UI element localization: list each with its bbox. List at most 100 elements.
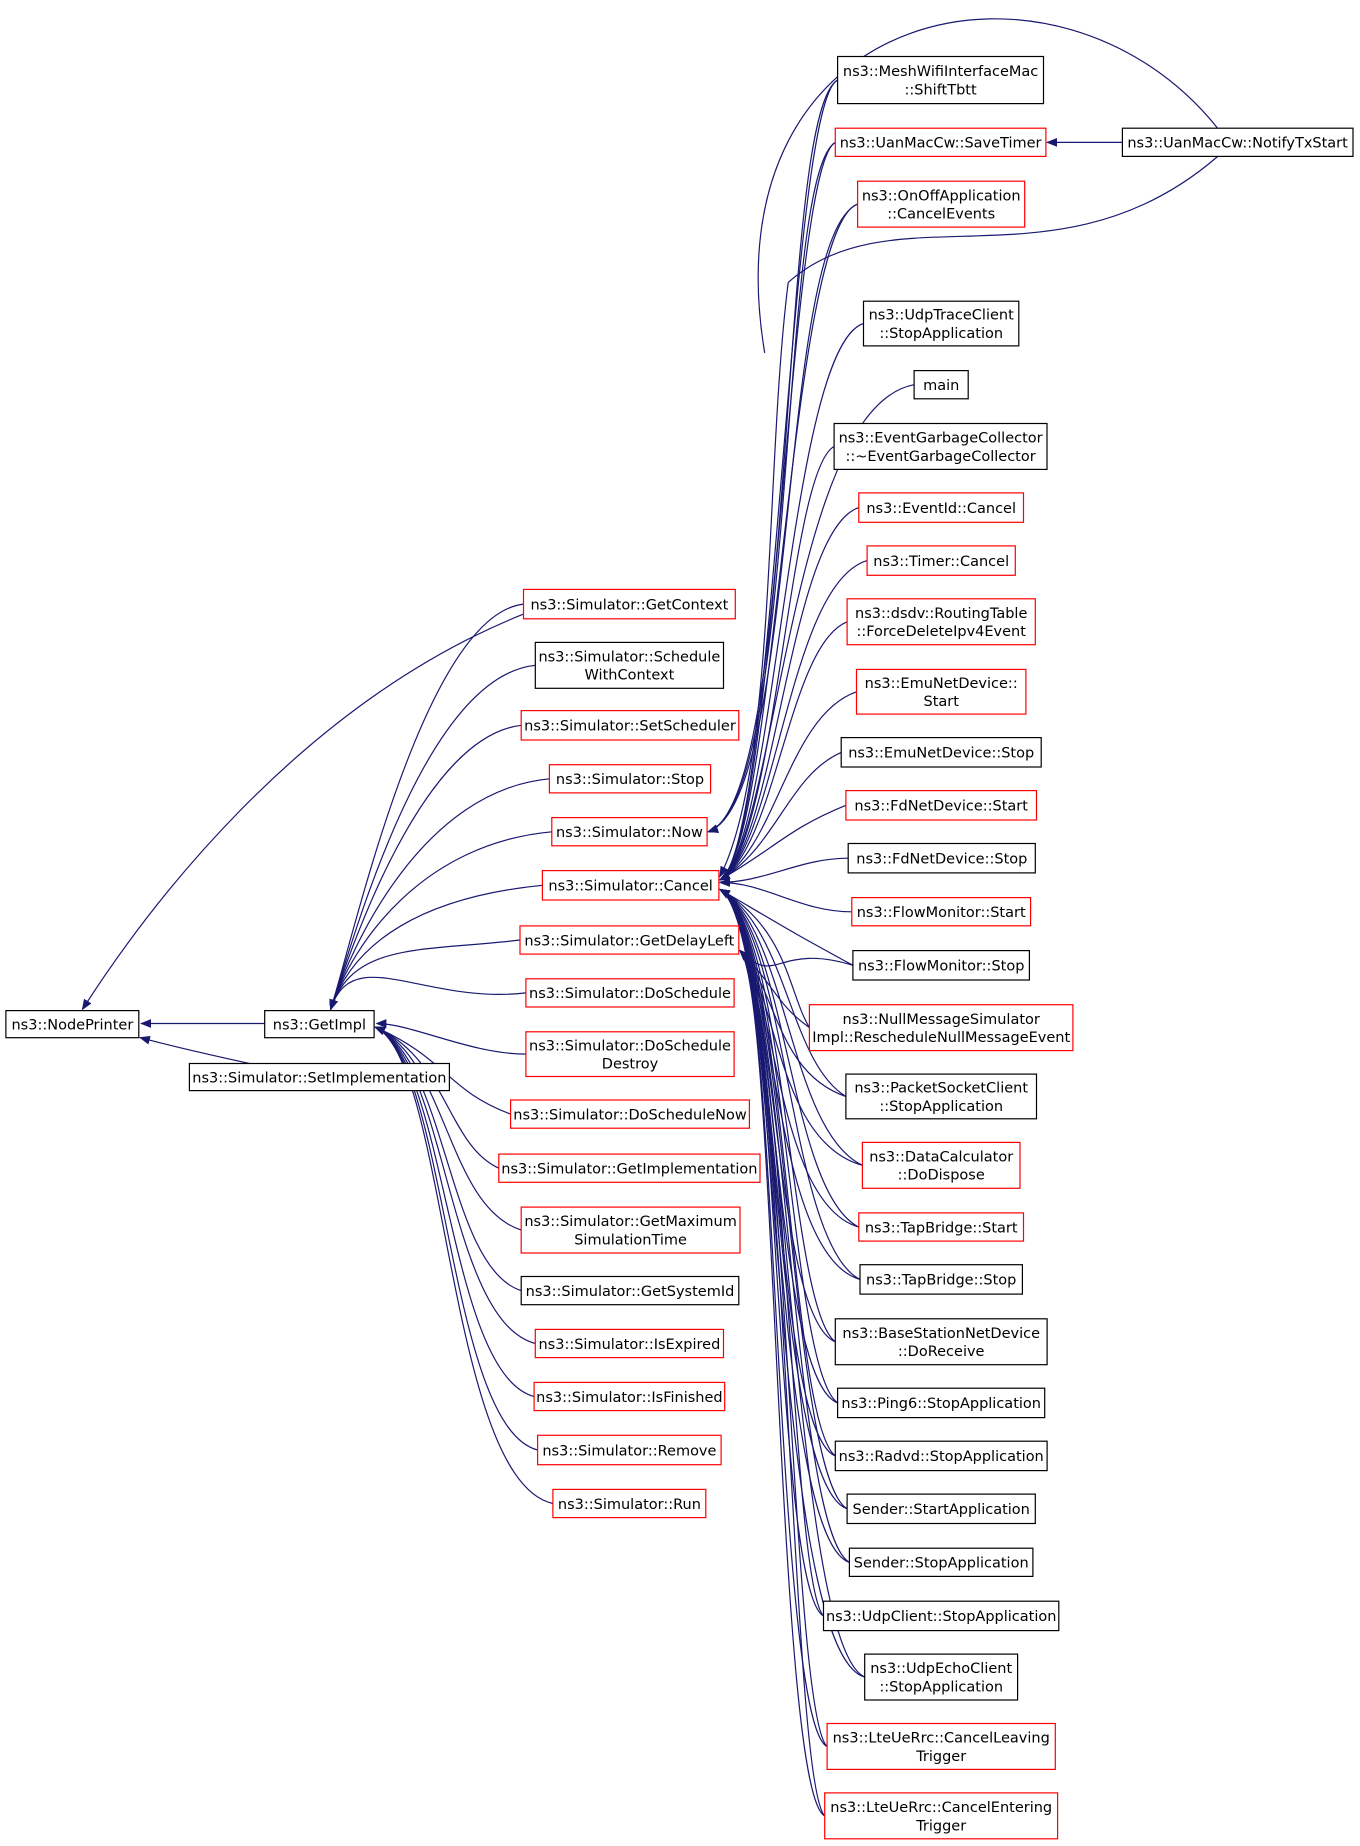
node-getsystemid[interactable]: ns3::Simulator::GetSystemId bbox=[520, 1275, 740, 1306]
node-main[interactable]: main bbox=[913, 370, 969, 400]
node-remove[interactable]: ns3::Simulator::Remove bbox=[536, 1434, 722, 1466]
node-label-nodeprinter-0: ns3::NodePrinter bbox=[11, 1017, 133, 1033]
node-uannotify[interactable]: ns3::UanMacCw::NotifyTxStart bbox=[1121, 127, 1354, 157]
node-label-uannotify-0: ns3::UanMacCw::NotifyTxStart bbox=[1127, 136, 1348, 152]
node-isexpired[interactable]: ns3::Simulator::IsExpired bbox=[534, 1328, 725, 1359]
node-eventid[interactable]: ns3::EventId::Cancel bbox=[858, 492, 1025, 523]
node-label-schedwithctx-0: ns3::Simulator::Schedule bbox=[538, 650, 720, 666]
node-label-eventid-0: ns3::EventId::Cancel bbox=[866, 501, 1016, 517]
edge-uan-loop-down bbox=[719, 282, 789, 878]
edge-isexpired-to-getimpl bbox=[374, 1026, 536, 1345]
node-label-stop-0: ns3::Simulator::Stop bbox=[556, 772, 704, 788]
node-setimpl[interactable]: ns3::Simulator::SetImplementation bbox=[188, 1062, 450, 1092]
node-label-uansave-0: ns3::UanMacCw::SaveTimer bbox=[840, 136, 1042, 152]
node-doschednow[interactable]: ns3::Simulator::DoScheduleNow bbox=[510, 1099, 751, 1129]
node-setscheduler[interactable]: ns3::Simulator::SetScheduler bbox=[520, 709, 740, 741]
node-dsdv[interactable]: ns3::dsdv::RoutingTable::ForceDeleteIpv4… bbox=[846, 598, 1036, 646]
node-packetsock[interactable]: ns3::PacketSocketClient::StopApplication bbox=[845, 1073, 1038, 1120]
node-label-setimpl-0: ns3::Simulator::SetImplementation bbox=[192, 1070, 446, 1086]
node-now[interactable]: ns3::Simulator::Now bbox=[551, 816, 708, 847]
node-box-stop bbox=[548, 764, 712, 794]
node-label-remove-0: ns3::Simulator::Remove bbox=[542, 1443, 716, 1459]
node-datacalc[interactable]: ns3::DataCalculator::DoDispose bbox=[861, 1141, 1021, 1189]
node-box-getdelayleft bbox=[519, 925, 740, 955]
node-timer[interactable]: ns3::Timer::Cancel bbox=[866, 545, 1016, 576]
node-getdelayleft[interactable]: ns3::Simulator::GetDelayLeft bbox=[519, 925, 740, 955]
node-ping6[interactable]: ns3::Ping6::StopApplication bbox=[836, 1387, 1046, 1419]
node-box-doschedule bbox=[525, 978, 735, 1008]
node-cancel[interactable]: ns3::Simulator::Cancel bbox=[541, 869, 720, 901]
node-meshshift[interactable]: ns3::MeshWifiInterfaceMac::ShiftTbtt bbox=[836, 55, 1045, 105]
node-label-getsystemid-0: ns3::Simulator::GetSystemId bbox=[526, 1284, 735, 1300]
edge-now-to-getimpl bbox=[329, 831, 552, 1011]
node-getimpl[interactable]: ns3::GetImpl bbox=[264, 1009, 375, 1039]
edge-emustart-to-cancel bbox=[719, 691, 857, 881]
node-label-nullmsg-0: ns3::NullMessageSimulator bbox=[843, 1012, 1040, 1028]
node-fdstart[interactable]: ns3::FdNetDevice::Start bbox=[845, 789, 1038, 821]
node-egc[interactable]: ns3::EventGarbageCollector::~EventGarbag… bbox=[833, 422, 1048, 471]
node-box-udpclient bbox=[822, 1600, 1060, 1632]
node-box-udptrace bbox=[862, 300, 1020, 347]
node-label-tapstart-0: ns3::TapBridge::Start bbox=[865, 1220, 1018, 1236]
node-fmstop[interactable]: ns3::FlowMonitor::Stop bbox=[852, 949, 1031, 981]
node-box-getimpl bbox=[264, 1009, 375, 1039]
node-radvd[interactable]: ns3::Radvd::StopApplication bbox=[834, 1440, 1048, 1472]
node-isfinished[interactable]: ns3::Simulator::IsFinished bbox=[533, 1381, 726, 1412]
edge-doschedule-to-getimpl bbox=[329, 976, 526, 1011]
node-label-lteenter-0: ns3::LteUeRrc::CancelEntering bbox=[830, 1800, 1052, 1816]
node-label-run-0: ns3::Simulator::Run bbox=[558, 1497, 701, 1513]
node-label-packetsock-0: ns3::PacketSocketClient bbox=[854, 1081, 1028, 1097]
node-nullmsg[interactable]: ns3::NullMessageSimulatorImpl::Reschedul… bbox=[808, 1004, 1074, 1052]
node-udptrace[interactable]: ns3::UdpTraceClient::StopApplication bbox=[862, 300, 1020, 347]
node-box-eventid bbox=[858, 492, 1025, 523]
node-getcontext[interactable]: ns3::Simulator::GetContext bbox=[522, 588, 736, 620]
node-label-meshshift-1: ::ShiftTbtt bbox=[905, 82, 977, 98]
node-label-fmstart-0: ns3::FlowMonitor::Start bbox=[857, 905, 1026, 921]
edge-fmstop-to-cancel bbox=[719, 888, 854, 966]
node-label-lteleave-1: Trigger bbox=[915, 1749, 966, 1765]
node-box-now bbox=[551, 816, 708, 847]
node-emustop[interactable]: ns3::EmuNetDevice::Stop bbox=[840, 736, 1042, 768]
edge-nullmsg-to-cancel bbox=[719, 888, 810, 1028]
node-run[interactable]: ns3::Simulator::Run bbox=[552, 1488, 707, 1519]
node-emustart[interactable]: ns3::EmuNetDevice::Start bbox=[855, 668, 1027, 715]
node-doschedule[interactable]: ns3::Simulator::DoSchedule bbox=[525, 978, 735, 1008]
node-uansave[interactable]: ns3::UanMacCw::SaveTimer bbox=[834, 127, 1047, 157]
node-label-doscheddestroy-0: ns3::Simulator::DoSchedule bbox=[529, 1038, 731, 1054]
node-label-bsnet-1: ::DoReceive bbox=[898, 1344, 985, 1360]
node-nodeprinter[interactable]: ns3::NodePrinter bbox=[5, 1009, 140, 1039]
node-box-emustop bbox=[840, 736, 1042, 768]
edge-setimpl-to-nodeprinter bbox=[138, 1035, 250, 1065]
edge-cancel-to-getimpl bbox=[329, 884, 543, 1011]
node-box-fdstart bbox=[845, 789, 1038, 821]
node-box-dsdv bbox=[846, 598, 1036, 646]
node-udpecho[interactable]: ns3::UdpEchoClient::StopApplication bbox=[864, 1653, 1019, 1701]
edge-getimplementation-to-getimpl bbox=[374, 1026, 500, 1169]
node-senderstop[interactable]: Sender::StopApplication bbox=[848, 1547, 1034, 1577]
node-box-bsnet bbox=[834, 1318, 1048, 1366]
node-udpclient[interactable]: ns3::UdpClient::StopApplication bbox=[822, 1600, 1060, 1632]
edge-setscheduler-to-getimpl bbox=[329, 724, 522, 1011]
node-senderstart[interactable]: Sender::StartApplication bbox=[846, 1493, 1036, 1525]
node-bsnet[interactable]: ns3::BaseStationNetDevice::DoReceive bbox=[834, 1318, 1048, 1366]
edge-timer-to-cancel bbox=[719, 560, 868, 881]
node-box-run bbox=[552, 1488, 707, 1519]
node-fdstop[interactable]: ns3::FdNetDevice::Stop bbox=[847, 842, 1036, 874]
node-onoffcancel[interactable]: ns3::OnOffApplication::CancelEvents bbox=[856, 180, 1026, 228]
node-label-fdstart-0: ns3::FdNetDevice::Start bbox=[854, 799, 1028, 815]
node-label-getmaxsim-0: ns3::Simulator::GetMaximum bbox=[524, 1214, 737, 1230]
node-tapstop[interactable]: ns3::TapBridge::Stop bbox=[859, 1264, 1023, 1295]
node-stop[interactable]: ns3::Simulator::Stop bbox=[548, 764, 712, 794]
node-label-egc-1: ::~EventGarbageCollector bbox=[845, 449, 1035, 465]
node-fmstart[interactable]: ns3::FlowMonitor::Start bbox=[851, 896, 1032, 927]
node-label-onoffcancel-1: ::CancelEvents bbox=[887, 207, 995, 223]
node-tapstart[interactable]: ns3::TapBridge::Start bbox=[858, 1212, 1025, 1242]
node-getimplementation[interactable]: ns3::Simulator::GetImplementation bbox=[498, 1153, 761, 1183]
node-label-doscheddestroy-1: Destroy bbox=[602, 1057, 659, 1073]
node-box-ping6 bbox=[836, 1387, 1046, 1419]
